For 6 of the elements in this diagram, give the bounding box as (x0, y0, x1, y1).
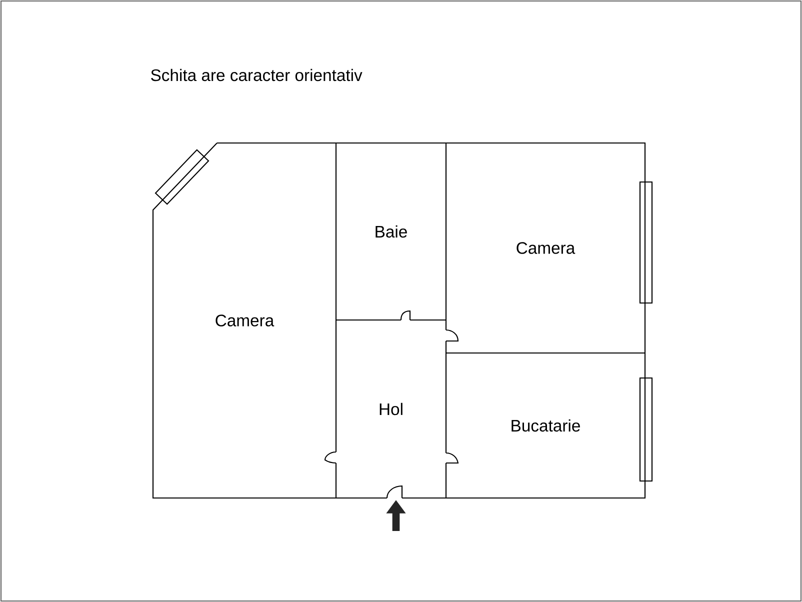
room: Camera (516, 242, 576, 254)
room: Hol (380, 402, 402, 416)
room: Camera (216, 314, 274, 326)
room: Baie (376, 225, 407, 238)
room: Bucatarie (512, 419, 580, 432)
note: Schita are caracter orientativ (151, 68, 362, 82)
